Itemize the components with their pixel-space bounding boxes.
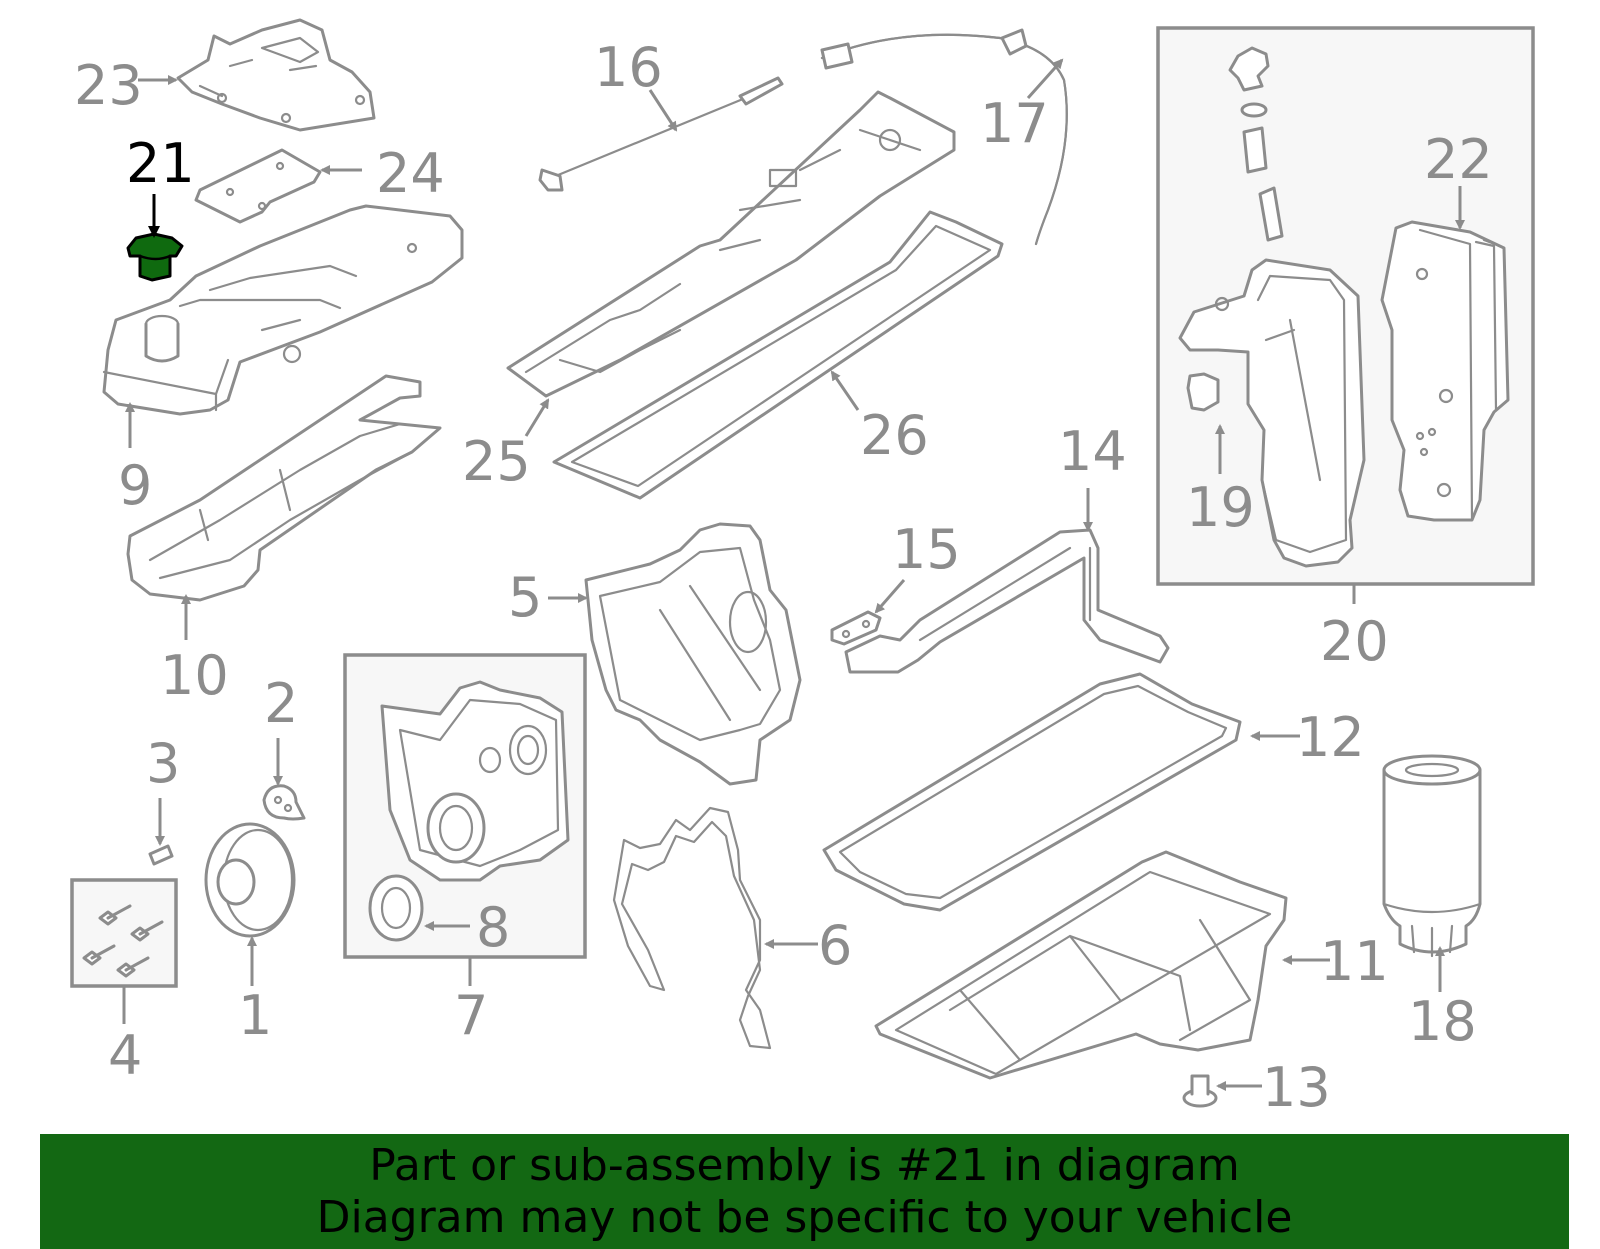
part-14-oil-pickup-tube[interactable] [844, 528, 1170, 674]
part-20-bolt-stack[interactable] [1186, 46, 1284, 412]
part-6-timing-cover-gasket[interactable] [612, 806, 772, 1050]
banner-line-disclaimer: Diagram may not be specific to your vehi… [316, 1191, 1293, 1243]
leader-15 [874, 579, 906, 614]
callout-21: 21 [126, 132, 195, 195]
banner-line-part: Part or sub-assembly is #21 in diagram [369, 1139, 1240, 1191]
part-1-crankshaft-pulley[interactable] [204, 822, 296, 938]
part-2-washer[interactable] [262, 784, 306, 821]
callout-8: 8 [476, 896, 510, 959]
callout-26: 26 [860, 404, 929, 467]
callout-13: 13 [1262, 1056, 1331, 1119]
callout-2: 2 [264, 672, 298, 735]
callout-22: 22 [1424, 128, 1493, 191]
callout-1: 1 [238, 984, 272, 1047]
part-13-drain-plug[interactable] [1182, 1074, 1218, 1108]
callout-11: 11 [1320, 930, 1389, 993]
leader-16 [648, 89, 678, 132]
callout-10: 10 [160, 644, 229, 707]
callout-7: 7 [454, 984, 488, 1047]
part-10-valve-cover-gasket[interactable] [126, 374, 442, 602]
part-3-pin[interactable] [148, 844, 174, 866]
part-11-oil-pan[interactable] [874, 850, 1288, 1080]
part-5-front-cover[interactable] [584, 522, 802, 786]
leader-25 [524, 398, 550, 437]
callout-24: 24 [376, 142, 445, 205]
callout-5: 5 [508, 566, 542, 629]
part-23-cover[interactable] [176, 18, 376, 132]
callout-17: 17 [980, 92, 1049, 155]
callout-18: 18 [1408, 990, 1477, 1053]
part-8-front-seal[interactable] [368, 874, 424, 942]
callout-3: 3 [146, 732, 180, 795]
part-4-bolts[interactable] [82, 904, 164, 978]
part-9-valve-cover[interactable] [102, 204, 464, 416]
part-16-sensor[interactable] [538, 76, 784, 192]
callout-15: 15 [892, 518, 961, 581]
callout-25: 25 [462, 430, 531, 493]
part-15-pickup-tube-gasket[interactable] [830, 610, 882, 646]
part-18-oil-filter[interactable] [1382, 754, 1482, 958]
callout-20: 20 [1320, 610, 1389, 673]
part-24-gasket[interactable] [194, 148, 322, 224]
leader-17 [1026, 58, 1064, 100]
callout-12: 12 [1296, 706, 1365, 769]
part-20-oil-filter-adapter[interactable] [1178, 258, 1366, 568]
callout-16: 16 [594, 36, 663, 99]
callout-4: 4 [108, 1024, 142, 1087]
info-banner: Part or sub-assembly is #21 in diagram D… [40, 1134, 1569, 1249]
part-22-oil-cooler[interactable] [1380, 220, 1510, 522]
part-26-gasket[interactable] [552, 210, 1004, 500]
part-7-timing-cover[interactable] [380, 680, 570, 882]
part-25-plate[interactable] [506, 90, 956, 398]
leader-26 [830, 370, 860, 411]
callout-23: 23 [74, 54, 143, 117]
part-17-dipstick-tube[interactable] [820, 28, 1068, 246]
callout-14: 14 [1058, 420, 1127, 483]
part-12-oil-pan-gasket[interactable] [822, 672, 1242, 912]
callout-9: 9 [118, 454, 152, 517]
callout-19: 19 [1186, 476, 1255, 539]
callout-6: 6 [818, 914, 852, 977]
part-21-oil-fill-cap[interactable] [126, 232, 184, 282]
